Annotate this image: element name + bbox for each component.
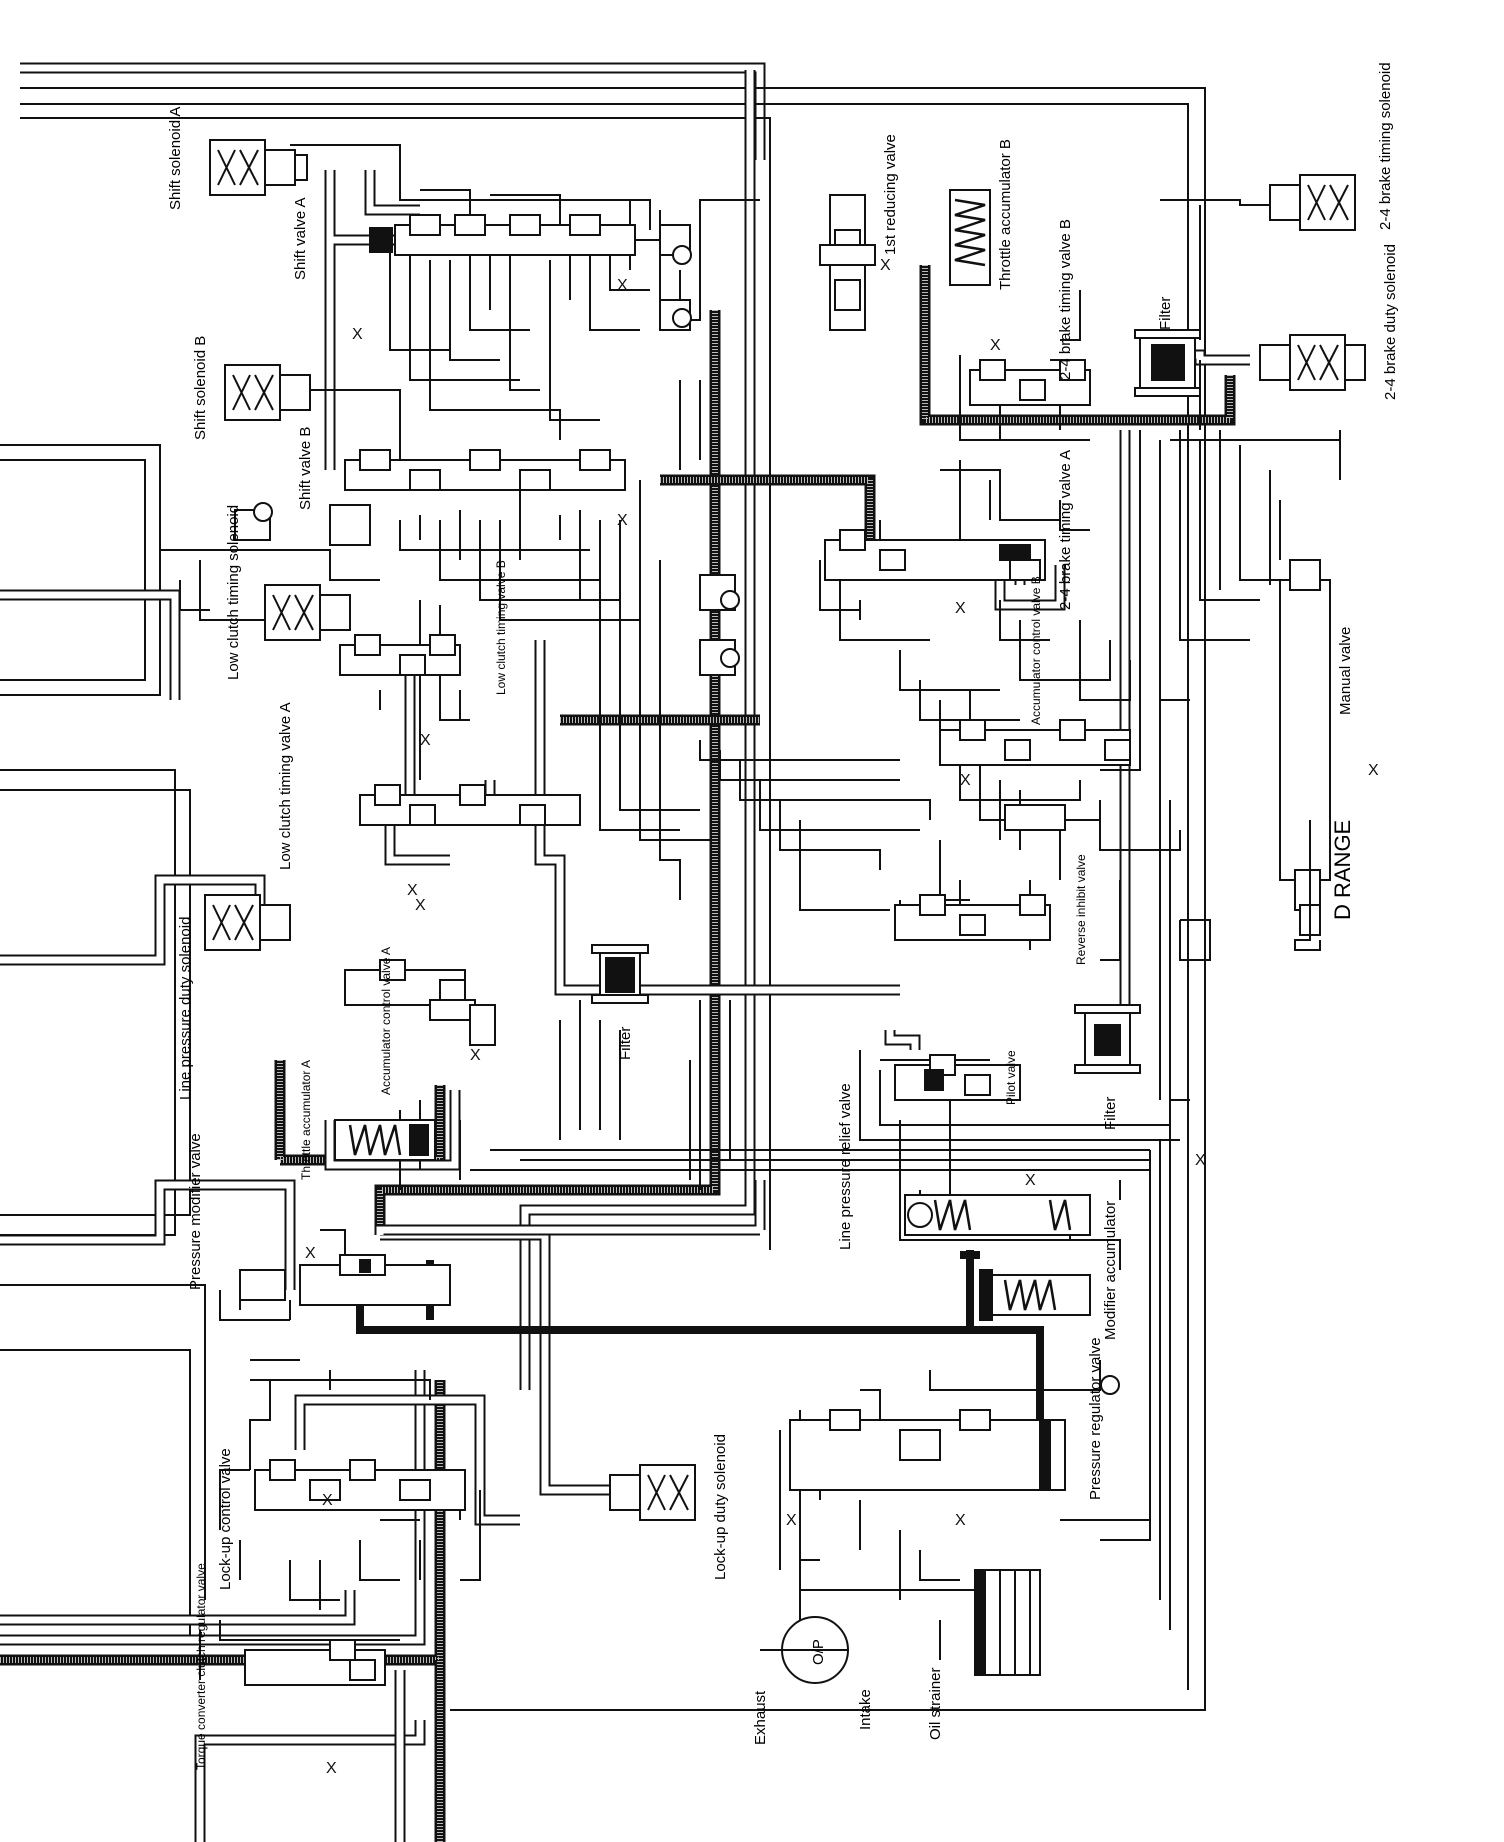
exhaust-x: X [420, 732, 431, 749]
exhaust-x: X [326, 1760, 337, 1777]
label-low-clutch-timing-solenoid: Low clutch timing solenoid [225, 505, 242, 680]
label-torque-converter-clutch-regulator-valve: Torque converter clutch regulator valve [194, 1563, 208, 1770]
brake-timing-valve-b [969, 359, 1091, 406]
label-line-pressure-relief-valve: Line pressure relief valve [837, 1083, 854, 1250]
exhaust-x: X [617, 512, 628, 529]
label-pilot-valve: Pilot valve [1004, 1050, 1018, 1105]
line-pressure-relief-valve [904, 1194, 1091, 1236]
shift-valve-a [369, 214, 692, 331]
label-first-reducing-valve: 1st reducing valve [882, 134, 899, 255]
label-throttle-accumulator-b: Throttle accumulator B [997, 139, 1014, 290]
label-brake-timing-valve-b: 2-4 brake timing valve B [1057, 219, 1074, 380]
exhaust-marks: X X X X X X X X X X X X X X X X X X X [305, 257, 1379, 1777]
label-accumulator-control-valve-a: Accumulator control valve A [379, 947, 393, 1095]
label-filter-center: Filter [617, 1027, 634, 1060]
label-oil-strainer: Oil strainer [927, 1667, 944, 1740]
label-shift-solenoid-a: Shift solenoid A [167, 107, 184, 210]
label-pressure-regulator-valve: Pressure regulator valve [1087, 1337, 1104, 1500]
component-labels: Shift solenoid A Shift valve A Shift sol… [167, 62, 1399, 1770]
filter-top [1134, 329, 1201, 397]
pilot-valve [894, 1054, 1021, 1101]
line-pressure-duty-solenoid [204, 894, 291, 951]
throttle-accumulator-b [949, 189, 991, 286]
label-oil-pump: O/P [810, 1639, 827, 1665]
lock-up-control-valve [254, 1459, 466, 1511]
brake-duty-solenoid [1259, 334, 1366, 391]
label-low-clutch-timing-valve-a: Low clutch timing valve A [277, 702, 294, 870]
exhaust-x: X [322, 1492, 333, 1509]
brake-timing-solenoid [1269, 174, 1356, 231]
label-d-range: D RANGE [1330, 820, 1355, 920]
label-pressure-modifier-valve: Pressure modifier valve [187, 1133, 204, 1290]
label-throttle-accumulator-a: Throttle accumulator A [299, 1060, 313, 1180]
label-shift-solenoid-b: Shift solenoid B [192, 336, 209, 440]
oil-pump [781, 1616, 849, 1684]
exhaust-x: X [1368, 762, 1379, 779]
first-reducing-valve [819, 194, 876, 331]
label-filter-top: Filter [1157, 297, 1174, 330]
main-hatched-channels [274, 70, 1250, 1526]
thin-pipes [160, 144, 1341, 1680]
shift-valve-b [234, 449, 626, 546]
exhaust-x: X [305, 1245, 316, 1262]
throttle-accumulator-a [334, 1119, 436, 1161]
exhaust-x: X [880, 257, 891, 274]
modifier-accumulator [979, 1269, 1120, 1395]
oil-strainer [974, 1569, 1041, 1676]
exhaust-x: X [960, 772, 971, 789]
exhaust-x: X [1025, 1172, 1036, 1189]
label-intake: Intake [857, 1689, 874, 1730]
label-manual-valve: Manual valve [1337, 627, 1354, 715]
label-reverse-inhibit-valve: Reverse inhibit valve [1074, 854, 1088, 965]
pressure-modifier-valve [239, 1254, 451, 1306]
exhaust-x: X [1195, 1152, 1206, 1169]
label-accumulator-control-valve-b: Accumulator control valve B [1029, 576, 1043, 725]
exhaust-x: X [415, 897, 426, 914]
pressure-regulator-valve [789, 1409, 1066, 1491]
reverse-inhibit-valve [894, 894, 1051, 941]
exhaust-x: X [955, 1512, 966, 1529]
label-lock-up-duty-solenoid: Lock-up duty solenoid [712, 1434, 729, 1580]
label-lock-up-control-valve: Lock-up control valve [217, 1448, 234, 1590]
label-filter-pilot: Filter [1102, 1097, 1119, 1130]
label-exhaust: Exhaust [752, 1690, 769, 1745]
label-brake-duty-solenoid: 2-4 brake duty solenoid [1382, 244, 1399, 400]
shift-solenoid-b [224, 364, 311, 421]
exhaust-x: X [407, 882, 418, 899]
torque-converter-clutch-regulator-valve [244, 1639, 386, 1686]
label-line-pressure-duty-solenoid: Line pressure duty solenoid [177, 917, 194, 1100]
filter-pilot [1074, 1004, 1141, 1074]
accumulator-control-valve-a [344, 959, 496, 1046]
manual-valve [1279, 559, 1331, 936]
exhaust-x: X [617, 277, 628, 294]
label-modifier-accumulator: Modifier accumulator [1102, 1201, 1119, 1340]
label-shift-valve-b: Shift valve B [297, 427, 314, 510]
exhaust-x: X [352, 326, 363, 343]
check-balls [699, 574, 740, 676]
exhaust-x: X [955, 600, 966, 617]
low-clutch-timing-valve-a [359, 784, 581, 826]
brake-timing-valve-a [824, 529, 1046, 581]
lock-up-duty-solenoid [609, 1464, 696, 1521]
shift-solenoid-a [209, 139, 308, 196]
d-range-detent [1294, 820, 1321, 951]
exhaust-x: X [470, 1047, 481, 1064]
exhaust-x: X [786, 1512, 797, 1529]
label-shift-valve-a: Shift valve A [292, 197, 309, 280]
low-clutch-timing-valve-b [339, 634, 461, 676]
low-clutch-timing-solenoid [264, 584, 351, 641]
accumulator-control-valve-b [939, 719, 1131, 831]
label-brake-timing-solenoid: 2-4 brake timing solenoid [1377, 62, 1394, 230]
label-brake-timing-valve-a: 2-4 brake timing valve A [1057, 450, 1074, 610]
filter-center [591, 944, 649, 1004]
label-low-clutch-timing-valve-b: Low clutch timing valve B [494, 560, 508, 695]
exhaust-x: X [990, 337, 1001, 354]
